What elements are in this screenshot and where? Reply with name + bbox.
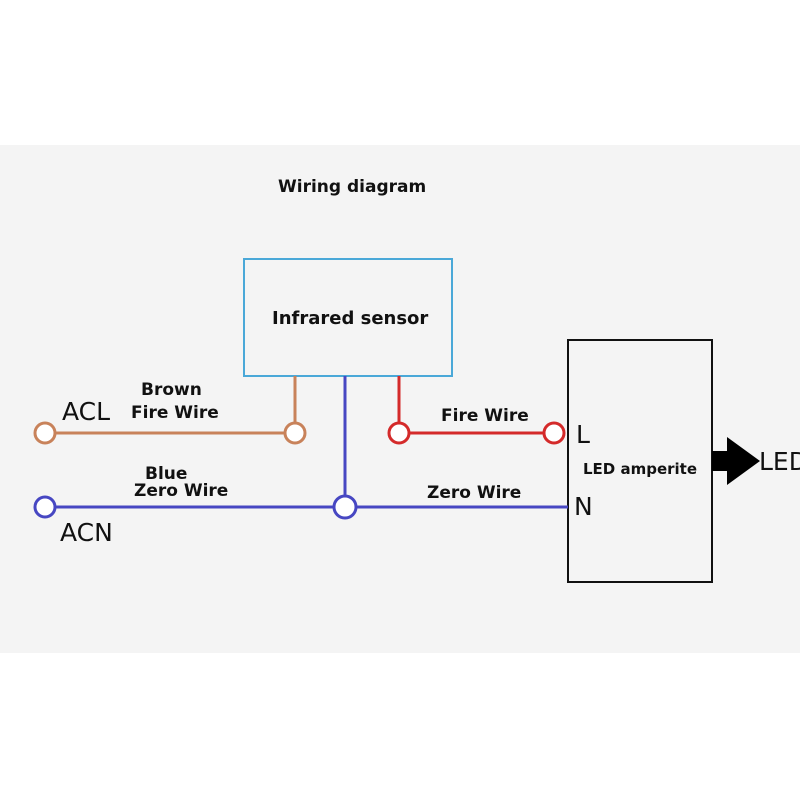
- led-amperite-label: LED amperite: [583, 460, 697, 478]
- infrared-sensor-box: [243, 258, 453, 377]
- zero-wire-label: Zero Wire: [427, 483, 521, 503]
- diagram-title: Wiring diagram: [278, 177, 426, 197]
- brown-wire-label-line2: Fire Wire: [131, 403, 219, 423]
- acn-terminal: [33, 495, 57, 519]
- brown-wire-label-line1: Brown: [141, 380, 202, 400]
- driver-l-terminal: [542, 421, 566, 445]
- fire-wire-label: Fire Wire: [441, 406, 529, 426]
- driver-pin-n-label: N: [574, 492, 593, 521]
- brown-wire-sensor-terminal: [283, 421, 307, 445]
- blue-wire-label-line2: Zero Wire: [134, 481, 228, 501]
- infrared-sensor-label: Infrared sensor: [272, 308, 428, 329]
- acn-label: ACN: [60, 518, 113, 547]
- red-wire-sensor-terminal: [387, 421, 411, 445]
- acl-label: ACL: [62, 397, 110, 426]
- led-output-label: LED: [759, 447, 800, 476]
- acl-terminal: [33, 421, 57, 445]
- driver-pin-l-label: L: [576, 420, 590, 449]
- led-output-arrow: [712, 437, 760, 485]
- blue-wire-junction-terminal: [332, 494, 358, 520]
- blue-wire-label-line1: Blue: [145, 464, 187, 484]
